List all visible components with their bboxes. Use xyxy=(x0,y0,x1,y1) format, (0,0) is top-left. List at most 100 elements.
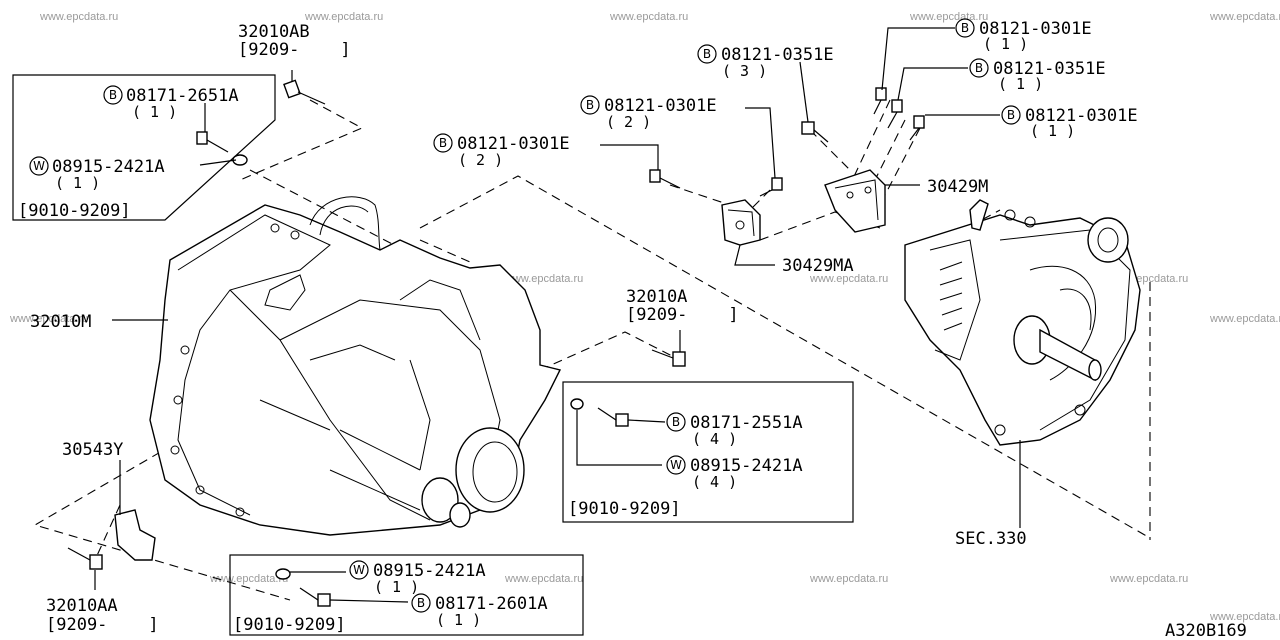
part-labels: 32010AB [9209- ] 32010A [9209- ] 32010AA… xyxy=(18,18,1247,640)
watermark-text: www.epcdata.ru xyxy=(1109,573,1188,585)
marker-letter: W xyxy=(353,563,365,577)
part-number: 08121-0301E xyxy=(604,96,717,116)
part-label-30429m: 30429M xyxy=(927,177,988,197)
bolt-icon xyxy=(597,407,629,427)
part-label-30543y: 30543Y xyxy=(62,440,123,460)
quantity: ( 1 ) xyxy=(436,611,481,629)
watermark-text: www.epcdata.ru xyxy=(1209,611,1280,623)
bolt-marker-icon xyxy=(433,133,453,153)
marker-letter: B xyxy=(961,21,969,35)
bolt-icon xyxy=(801,121,829,143)
washer-icon xyxy=(570,398,584,410)
range-label: [9010-9209] xyxy=(18,201,131,221)
watermark-text: www.epcdata.ru xyxy=(39,11,118,23)
washer-marker-icon xyxy=(666,455,686,475)
section-ref-label: SEC.330 xyxy=(955,529,1027,549)
bolt-icon xyxy=(649,169,681,189)
transfer-unit xyxy=(904,199,1141,446)
watermark-text: www.epcdata.ru xyxy=(504,573,583,585)
quantity: ( 2 ) xyxy=(458,151,503,169)
clip-icon xyxy=(114,509,156,561)
washer-icon xyxy=(275,568,291,580)
part-number: 08171-2601A xyxy=(435,594,548,614)
quantity: ( 1 ) xyxy=(132,103,177,121)
marker-letter: B xyxy=(672,415,680,429)
watermark-text: www.epcdata.ru xyxy=(1209,11,1280,23)
quantity: ( 3 ) xyxy=(722,62,767,80)
part-number: 08915-2421A xyxy=(690,456,803,476)
part-number: 08171-2551A xyxy=(690,413,803,433)
marker-letter: W xyxy=(670,458,682,472)
quantity: ( 1 ) xyxy=(374,578,419,596)
quantity: ( 2 ) xyxy=(606,113,651,131)
bolt-marker-icon xyxy=(1001,105,1021,125)
part-label-32010aa: 32010AA xyxy=(46,596,118,616)
range-label: [9010-9209] xyxy=(568,499,681,519)
marker-letter: B xyxy=(1007,108,1015,122)
watermark-text: www.epcdata.ru xyxy=(609,11,688,23)
range-label: [9010-9209] xyxy=(233,615,346,635)
part-number: 08121-0351E xyxy=(721,45,834,65)
diagram-code: A320B169 xyxy=(1165,621,1247,640)
watermark-text: www.epcdata.ru xyxy=(809,573,888,585)
bolt-icon xyxy=(299,587,331,607)
part-number: 08121-0301E xyxy=(979,19,1092,39)
marker-letter: B xyxy=(109,88,117,102)
bolt-marker-icon xyxy=(411,593,431,613)
range-label: [9209- ] xyxy=(46,615,159,635)
watermark-text: www.epcdata.ru xyxy=(504,273,583,285)
assembly-lines xyxy=(33,99,1151,601)
quantity: ( 1 ) xyxy=(983,35,1028,53)
marker-letter: B xyxy=(439,136,447,150)
bolt-marker-icon xyxy=(666,412,686,432)
bolt-marker-icon xyxy=(580,95,600,115)
part-label-30429ma: 30429MA xyxy=(782,256,854,276)
bolt-icon xyxy=(67,547,103,570)
bolt-icon xyxy=(909,115,925,141)
part-number: 08171-2651A xyxy=(126,86,239,106)
bolt-marker-icon xyxy=(955,18,975,38)
fasteners xyxy=(67,79,925,607)
range-label: [9209- ] xyxy=(238,40,351,60)
bolt-icon xyxy=(887,99,903,129)
bolt-icon xyxy=(196,131,229,153)
range-label: [9209- ] xyxy=(626,305,739,325)
mount-brackets xyxy=(721,169,886,246)
marker-letter: B xyxy=(586,98,594,112)
bolt-marker-icon xyxy=(103,85,123,105)
quantity: ( 4 ) xyxy=(692,430,737,448)
part-number: 08121-0301E xyxy=(457,134,570,154)
callout-boxes xyxy=(12,74,854,636)
bolt-icon xyxy=(759,177,783,197)
watermark-text: www.epcdata.ru xyxy=(809,273,888,285)
watermark-text: www.epcdata.ru xyxy=(9,313,88,325)
marker-letter: B xyxy=(703,47,711,61)
watermark-text: www.epcdata.ru xyxy=(909,11,988,23)
marker-letter: B xyxy=(417,596,425,610)
part-number: 08121-0301E xyxy=(1025,106,1138,126)
bolt-icon xyxy=(651,349,686,367)
part-number: 08915-2421A xyxy=(52,157,165,177)
bolt-marker-icon xyxy=(697,44,717,64)
bolt-icon xyxy=(283,79,326,105)
bolt-marker-icon xyxy=(969,58,989,78)
part-label-32010ab: 32010AB xyxy=(238,22,310,42)
marker-letter: W xyxy=(33,159,45,173)
washer-marker-icon xyxy=(349,560,369,580)
part-label-32010m: 32010M xyxy=(30,312,91,332)
leader-lines xyxy=(94,27,1021,603)
quantity: ( 1 ) xyxy=(998,75,1043,93)
transmission-case xyxy=(149,196,562,536)
watermark-text: www.epcdata.ru xyxy=(304,11,383,23)
washer-marker-icon xyxy=(29,156,49,176)
marker-letter: B xyxy=(975,61,983,75)
part-number: 08121-0351E xyxy=(993,59,1106,79)
bolt-icon xyxy=(873,87,887,115)
quantity: ( 4 ) xyxy=(692,473,737,491)
watermark-text: www.epcdata.ru xyxy=(1209,313,1280,325)
part-label-32010a: 32010A xyxy=(626,287,687,307)
part-number: 08915-2421A xyxy=(373,561,486,581)
quantity: ( 1 ) xyxy=(1030,122,1075,140)
quantity: ( 1 ) xyxy=(55,174,100,192)
